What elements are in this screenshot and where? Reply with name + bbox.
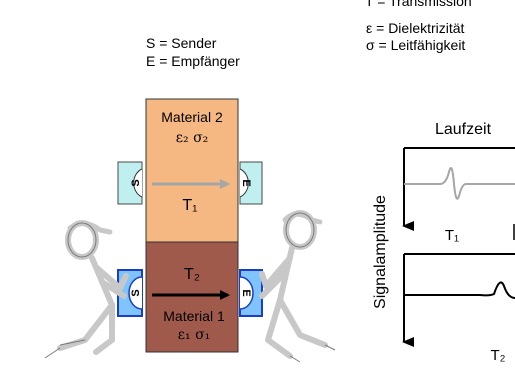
material-2-block xyxy=(145,98,239,243)
receiver-bottom-label: E xyxy=(240,289,252,296)
legend-conductivity: σ = Leitfähigkeit xyxy=(366,37,465,53)
trace-t2-label: T₂ xyxy=(491,347,506,364)
material-1-name: Material 1 xyxy=(163,308,225,324)
graph-ylabel: Signalamplitude xyxy=(372,195,389,309)
person-left-figure xyxy=(57,220,129,355)
receiver-top: E xyxy=(239,161,263,205)
person-left-outline xyxy=(44,222,97,359)
legend-transmission: T = Transmission xyxy=(365,0,472,9)
signal-t1-label: T₁ xyxy=(182,197,197,214)
legend-sender: S = Sender xyxy=(146,35,217,51)
legend-left: S = Sender E = Empfänger xyxy=(146,35,240,69)
trace-t1 xyxy=(404,167,515,200)
person-right-figure xyxy=(259,210,328,359)
trace-t2 xyxy=(404,281,515,299)
graph-title: Laufzeit xyxy=(435,121,492,138)
receiver-bottom: E xyxy=(239,269,263,317)
sender-bottom-label: S xyxy=(130,289,142,296)
material-1-props: ε₁ σ₁ xyxy=(178,327,210,343)
sender-top: S xyxy=(117,161,143,205)
signal-t2-label: T₂ xyxy=(184,266,200,283)
material-2-name: Material 2 xyxy=(161,109,223,125)
legend-dielectric: ε = Dielektrizität xyxy=(366,20,465,36)
signal-graph: Laufzeit Signalamplitude T₁ T₂ xyxy=(372,121,515,364)
trace-t1-label: T₁ xyxy=(445,227,459,244)
material-stack: Material 2 ε₂ σ₂ T₁ T₂ Material 1 ε₁ σ₁ xyxy=(145,98,239,353)
legend-right: T = Transmission ε = Dielektrizität σ = … xyxy=(365,0,472,53)
receiver-top-label: E xyxy=(240,179,252,186)
legend-receiver: E = Empfänger xyxy=(146,53,240,69)
material-2-props: ε₂ σ₂ xyxy=(176,130,208,146)
person-right-outline xyxy=(285,212,336,363)
sender-top-label: S xyxy=(130,179,142,186)
